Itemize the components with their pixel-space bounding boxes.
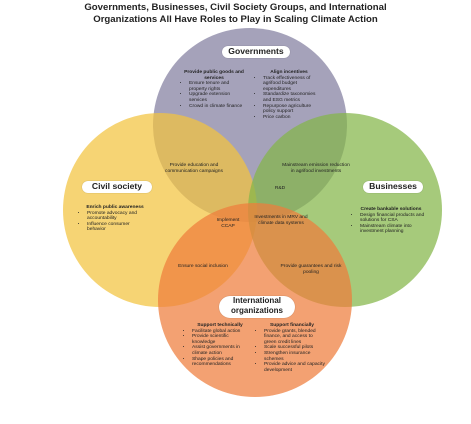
governments-incentives: Align incentives Track effectiveness of … [258,70,320,120]
overlap-civil-intl: Ensure social inclusion [178,264,228,269]
diagram-title: Governments, Businesses, Civil Society G… [0,2,471,26]
list-item: Ensure tenure and property rights [189,81,244,92]
international-financial-heading: Support financially [269,323,315,328]
businesses-content: Create bankable solutions Design financi… [355,207,427,235]
list-item: Facilitate global action [192,329,253,335]
overlap-gov-business: Mainstream emission reduction in agrifoo… [282,163,350,174]
overlap-gov-civil: Provide education and communication camp… [165,163,223,174]
international-label: International organizations [219,296,295,318]
list-item: Upgrade extension services [189,92,244,103]
governments-incentives-heading: Align incentives [270,70,308,75]
international-technical: Support technically Facilitate global ac… [187,323,253,368]
businesses-heading: Create bankable solutions [360,207,422,212]
overlap-business-intl: Provide guarantees and risk pooling [280,264,342,275]
governments-public-goods: Provide public goods and services Ensure… [184,70,244,109]
businesses-label: Businesses [363,181,423,193]
overlap-implement-ccap: Implement CCAP [216,218,240,229]
list-item: Influence consumer behavior [87,222,148,233]
list-item: Standardize taxonomies and ESG metrics [263,92,320,103]
list-item: Scale successful pilots [264,345,325,351]
governments-public-goods-heading: Provide public goods and services [184,70,244,81]
list-item: Design financial products and solutions … [360,213,427,224]
civil-society-label: Civil society [82,181,152,193]
international-technical-heading: Support technically [197,323,243,328]
list-item: Provide scientific knowledge [192,334,253,345]
list-item: Crowd in climate finance [189,104,244,110]
list-item: Shape policies and recommendations [192,357,253,368]
title-line-2: Organizations All Have Roles to Play in … [93,14,378,25]
international-financial: Support financially Provide grants, blen… [259,323,325,373]
international-label-line-2: organizations [230,306,283,315]
civil-society-content: Enrich public awareness Promote advocacy… [82,205,148,233]
overlap-center: Investments in MRV and climate data syst… [254,215,308,226]
list-item: Strengthen insurance schemes [264,351,325,362]
list-item: Repurpose agriculture policy support [263,104,320,115]
civil-society-heading: Enrich public awareness [86,205,144,210]
list-item: Price carbon [263,115,320,121]
list-item: Promote advocacy and accountability [87,211,148,222]
list-item: Provide grants, blended finance, and acc… [264,329,325,346]
list-item: Track effectiveness of agrifood budget e… [263,76,320,93]
overlap-rd: R&D [274,186,286,191]
list-item: Assist governments in climate action [192,345,253,356]
international-label-line-1: International [232,296,281,305]
list-item: Provide advice and capacity development [264,362,325,373]
list-item: Mainstream climate into investment plann… [360,224,427,235]
title-line-1: Governments, Businesses, Civil Society G… [84,2,387,13]
governments-label: Governments [222,46,290,58]
